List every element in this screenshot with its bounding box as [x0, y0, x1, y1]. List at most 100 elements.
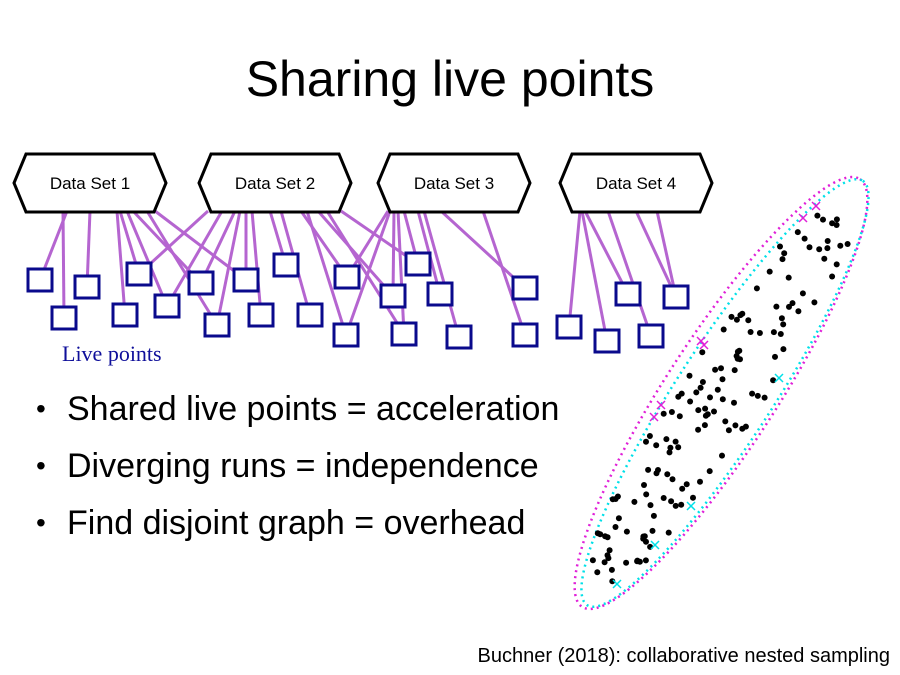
sample-point — [725, 427, 732, 434]
sample-point — [722, 418, 729, 425]
dataset-label: Data Set 4 — [596, 174, 676, 193]
sample-point — [686, 372, 693, 379]
sample-point — [719, 396, 726, 403]
sample-point — [693, 389, 700, 396]
slide-title: Sharing live points — [245, 51, 655, 107]
live-point-box — [296, 302, 324, 328]
edge-line — [580, 210, 609, 342]
sample-point — [646, 433, 653, 439]
cross-marker — [699, 340, 709, 350]
edge-line — [215, 210, 242, 326]
sample-point — [695, 407, 702, 414]
live-point-box — [153, 293, 181, 319]
magenta-contour — [573, 175, 869, 611]
cross-marker — [798, 213, 808, 223]
ellipse-scatter-plot — [573, 175, 870, 611]
sample-point — [604, 552, 611, 559]
live-point-box — [404, 251, 432, 277]
live-point-group — [26, 251, 690, 354]
sample-point — [747, 329, 754, 335]
sample-point — [781, 250, 788, 257]
cross-marker — [774, 373, 784, 383]
edge-line — [396, 210, 406, 335]
sample-point — [719, 452, 725, 459]
sample-point — [666, 449, 673, 456]
edge-line — [583, 210, 630, 295]
sample-point — [780, 346, 787, 353]
bullet-item: •Shared live points = acceleration — [36, 390, 560, 428]
live-point-box — [511, 322, 539, 348]
sample-point — [623, 559, 630, 566]
bullet-item: •Find disjoint graph = overhead — [36, 504, 526, 542]
edge-line — [391, 210, 396, 297]
live-point-box — [272, 252, 300, 278]
sample-point — [801, 235, 808, 242]
sample-point — [739, 310, 746, 317]
live-point-box — [50, 305, 78, 331]
sample-point — [761, 394, 768, 401]
sample-point — [667, 444, 674, 451]
sample-point — [785, 274, 792, 281]
edge-line — [250, 210, 263, 316]
cross-marker — [656, 400, 666, 410]
sample-point — [789, 300, 796, 307]
edge-line — [165, 210, 224, 307]
sample-point — [597, 531, 604, 538]
edge-line — [344, 210, 392, 336]
sample-point — [733, 316, 740, 323]
sample-point — [786, 303, 792, 310]
edge-line — [305, 210, 348, 336]
edge-line — [145, 210, 219, 326]
cross-marker — [649, 412, 659, 422]
live-point-box — [232, 267, 260, 293]
sample-point — [732, 422, 739, 429]
sample-point — [833, 261, 840, 268]
live-point-box — [445, 324, 473, 350]
sample-point — [829, 273, 836, 280]
sample-point — [589, 557, 596, 564]
sample-point — [655, 467, 661, 473]
cross-marker — [612, 579, 622, 589]
sample-point — [806, 244, 813, 251]
sample-point — [695, 426, 702, 433]
sample-point — [794, 229, 801, 236]
sample-point — [821, 255, 828, 262]
sample-point — [754, 392, 761, 399]
sample-point — [712, 366, 719, 373]
sample-point — [634, 558, 641, 565]
sample-point — [756, 330, 763, 336]
sample-point — [699, 379, 706, 385]
sample-point — [824, 245, 831, 252]
dataset-node — [197, 152, 353, 214]
dataset-label: Data Set 1 — [50, 174, 130, 193]
sample-point — [645, 466, 652, 473]
sample-point — [773, 303, 780, 310]
bullet-item: •Diverging runs = independence — [36, 447, 539, 485]
sample-point — [714, 386, 721, 393]
sample-point — [672, 438, 679, 445]
sample-point — [699, 349, 706, 356]
citation: Buchner (2018): collaborative nested sam… — [477, 645, 890, 667]
sample-point — [669, 476, 676, 483]
sample-point — [609, 578, 616, 585]
dataset-node — [376, 152, 532, 214]
sample-point — [718, 365, 724, 372]
sample-point — [678, 501, 685, 508]
sample-point — [780, 321, 787, 328]
dataset-node — [12, 152, 168, 214]
edge-line — [115, 210, 127, 316]
sample-point — [745, 317, 752, 324]
sample-point — [777, 331, 784, 337]
dataset-label: Data Set 2 — [235, 174, 315, 193]
live-points-label: Live points — [62, 341, 162, 366]
sample-point — [779, 256, 786, 263]
sample-point — [770, 329, 777, 336]
sample-point — [811, 299, 818, 306]
sample-point — [615, 515, 622, 522]
bullet-dot-icon: • — [36, 507, 46, 538]
dataset-node — [558, 152, 714, 214]
sample-point — [649, 527, 656, 534]
sample-point — [675, 444, 682, 451]
bullet-list: •Shared live points = acceleration •Dive… — [36, 388, 559, 559]
